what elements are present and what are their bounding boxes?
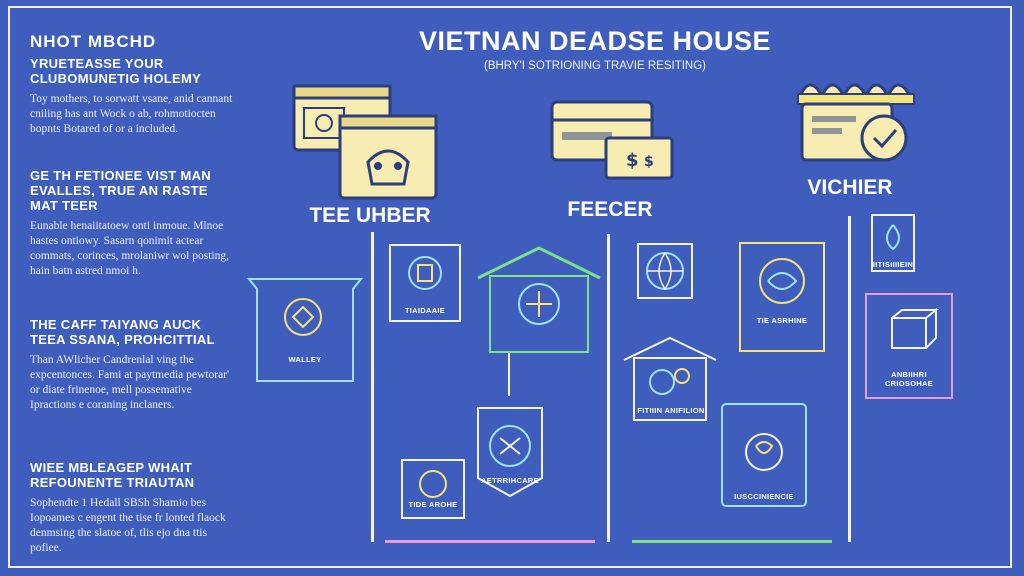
sidebar-section-1: NHOT MBCHD YRUETEASSE YOUR CLUBOMUNETIG … [30, 32, 235, 137]
node-label-2: TIAIDAAIE [404, 306, 446, 315]
node-label-12: ANBIIHRI CRIOSOHAE [884, 370, 934, 388]
wallet-card-icon: $ $ [550, 100, 674, 180]
scroll-node [721, 403, 807, 507]
category-label-1: TEE UHBER [309, 204, 431, 227]
shield-banner-node [246, 278, 364, 382]
document-stack-icon [292, 84, 438, 200]
sidebar-section-3: THE CAFF TAIYANG AUCK TEEA SSANA, PROHCI… [30, 317, 235, 413]
node-label-5: TIDE AROHE [408, 500, 458, 509]
globe-node [637, 243, 693, 299]
page-subtitle: (BHRY'I SOTRIONING TRAVIE RESITING) [484, 60, 706, 72]
svg-text:$: $ [644, 154, 654, 170]
category-label-2: FEECER [567, 198, 653, 221]
node-label-8: FITIIIN ANIFILION [637, 406, 705, 415]
small-house-node [623, 336, 717, 421]
sidebar-body-3: Than AWlicher Candrenlal ving the expcen… [30, 354, 230, 411]
house-node [477, 246, 601, 353]
crate-node [865, 293, 953, 399]
drop-node [871, 214, 915, 272]
category-label-3: VICHIER [807, 176, 893, 199]
node-label-7: TIE ASRHINE [756, 316, 808, 325]
frame-node [401, 459, 465, 519]
sidebar-heading-2: GE TH FETIONEE VIST MAN EVALLES, TRUE AN… [30, 168, 211, 213]
accent-line-green [632, 540, 832, 543]
divider-line-1 [371, 232, 374, 542]
sidebar-body-2: Eunable henaiitatoew onti inmoue. Mlnoe … [30, 220, 229, 277]
sidebar-section-2: GE TH FETIONEE VIST MAN EVALLES, TRUE AN… [30, 168, 235, 279]
sidebar-heading-1: NHOT MBCHD [30, 32, 157, 51]
connector-line [508, 352, 510, 396]
sidebar-section-4: WIEE MBLEAGEP WHAIT REFOUNENTE TRIAUTAN … [30, 460, 235, 556]
page-title: VIETNAN DEADSE HOUSE [418, 26, 772, 56]
divider-line-3 [848, 216, 851, 542]
outer-frame [8, 6, 1012, 568]
basket-card-icon [797, 83, 915, 162]
divider-line-2 [607, 234, 610, 542]
node-label-4: AETRRIHCARE [481, 476, 539, 485]
shield-node [477, 407, 543, 498]
svg-text:$: $ [626, 150, 639, 171]
node-label-11: IITISIIIIEIN [872, 260, 914, 269]
sidebar-body-1: Toy mothers, to sorwatt vsane, anid cann… [30, 93, 233, 135]
sidebar-subheading-1: YRUETEASSE YOUR CLUBOMUNETIG HOLEMY [30, 56, 202, 86]
badge-node [389, 244, 461, 322]
tall-badge-node [739, 242, 825, 352]
sidebar-heading-3: THE CAFF TAIYANG AUCK TEEA SSANA, PROHCI… [30, 317, 215, 347]
sidebar-body-4: Sophendte 1 Hedall SBSh Shamio bes Iopoa… [30, 497, 226, 554]
node-label-9: IUSCCINIENCIE [734, 492, 794, 501]
node-label-1: WALLEY [288, 355, 322, 364]
accent-line-pink [385, 540, 595, 543]
sidebar-heading-4: WIEE MBLEAGEP WHAIT REFOUNENTE TRIAUTAN [30, 460, 195, 490]
